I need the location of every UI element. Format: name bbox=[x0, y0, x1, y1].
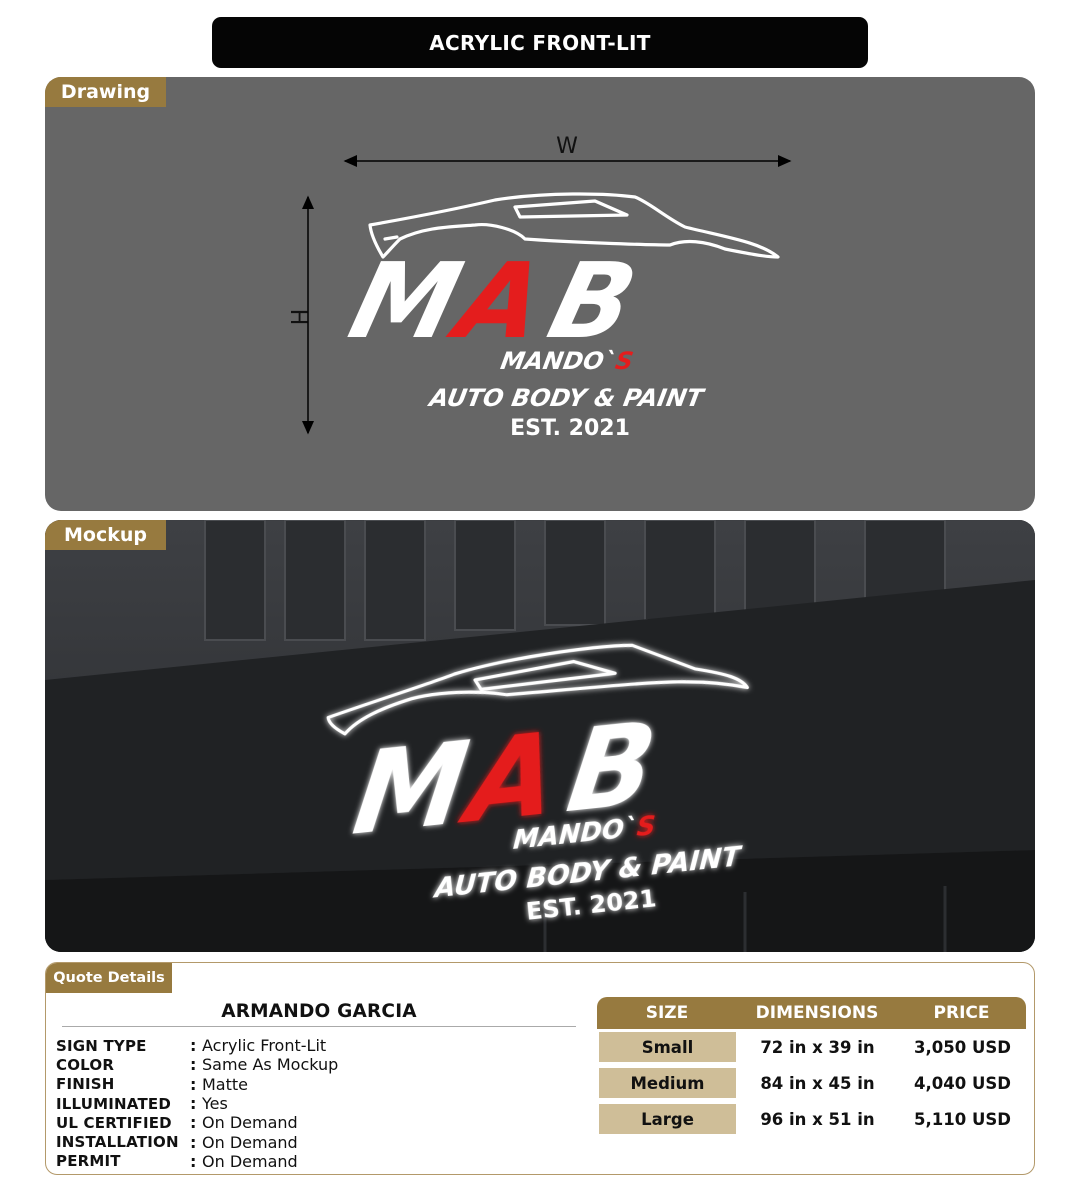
width-label: W bbox=[556, 134, 578, 159]
spec-row: SIGN TYPE : Acrylic Front-Lit bbox=[56, 1036, 338, 1055]
size-cell: Large bbox=[599, 1104, 736, 1134]
spec-row: PERMIT : On Demand bbox=[56, 1152, 338, 1171]
table-row: Small 72 in x 39 in 3,050 USD bbox=[597, 1029, 1026, 1065]
logo-initial-b: B bbox=[538, 240, 647, 361]
spec-label: FINISH bbox=[56, 1075, 115, 1094]
price-table: SIZE DIMENSIONS PRICE Small 72 in x 39 i… bbox=[597, 997, 1026, 1137]
client-name: ARMANDO GARCIA bbox=[221, 1001, 417, 1022]
spec-value: Yes bbox=[202, 1094, 228, 1114]
spec-colon: : bbox=[190, 1132, 197, 1152]
spec-label: ILLUMINATED bbox=[56, 1094, 171, 1113]
header-dimensions: DIMENSIONS bbox=[755, 1003, 879, 1023]
drawing-artwork: W H M A B MANDO`S AUTO BODY & PAINT EST.… bbox=[285, 134, 792, 441]
logo-business-name: MANDO`S bbox=[498, 347, 635, 375]
header-price: PRICE bbox=[933, 1003, 990, 1023]
client-divider bbox=[62, 1026, 576, 1027]
spec-label: UL CERTIFIED bbox=[56, 1113, 172, 1132]
price-cell: 4,040 USD bbox=[914, 1073, 1011, 1093]
spec-list: SIGN TYPE : Acrylic Front-Lit COLOR : Sa… bbox=[56, 1036, 338, 1171]
mockup-tab: Mockup bbox=[45, 520, 166, 550]
logo-name-main: MANDO` bbox=[498, 347, 618, 375]
spec-label: PERMIT bbox=[56, 1152, 121, 1171]
quote-details-panel: Quote Details ARMANDO GARCIA SIGN TYPE :… bbox=[45, 962, 1035, 1175]
spec-colon: : bbox=[190, 1074, 197, 1094]
spec-colon: : bbox=[190, 1055, 197, 1075]
spec-value: On Demand bbox=[202, 1151, 298, 1171]
logo-initials: M A B bbox=[339, 240, 647, 361]
spec-colon: : bbox=[190, 1036, 197, 1056]
price-cell: 5,110 USD bbox=[914, 1109, 1011, 1129]
header-size: SIZE bbox=[645, 1003, 689, 1023]
mockup-logo-name-accent: S bbox=[636, 811, 657, 843]
mockup-logo-initials: M A B bbox=[346, 696, 664, 861]
logo-name-accent: S bbox=[613, 347, 635, 375]
size-cell: Small bbox=[599, 1032, 736, 1062]
size-cell: Medium bbox=[599, 1068, 736, 1098]
mockup-logo-initial-b: B bbox=[560, 696, 664, 839]
drawing-panel: Drawing W H M A B MANDO`S AUTO BODY & PA… bbox=[45, 77, 1035, 511]
dimensions-cell: 72 in x 39 in bbox=[760, 1037, 875, 1057]
spec-row: UL CERTIFIED : On Demand bbox=[56, 1113, 338, 1132]
mockup-artwork: M A B MANDO`S AUTO BODY & PAINT EST. 202… bbox=[45, 520, 1035, 952]
logo-tagline: AUTO BODY & PAINT bbox=[425, 384, 707, 412]
spec-value: Acrylic Front-Lit bbox=[202, 1036, 327, 1056]
table-row: Medium 84 in x 45 in 4,040 USD bbox=[597, 1065, 1026, 1101]
car-outline-icon bbox=[368, 192, 780, 259]
drawing-tab: Drawing bbox=[45, 77, 166, 107]
spec-row: FINISH : Matte bbox=[56, 1075, 338, 1094]
spec-value: On Demand bbox=[202, 1113, 298, 1133]
spec-row: INSTALLATION : On Demand bbox=[56, 1132, 338, 1152]
price-cell: 3,050 USD bbox=[914, 1037, 1011, 1057]
price-table-header: SIZE DIMENSIONS PRICE bbox=[597, 997, 1026, 1029]
spec-label: INSTALLATION bbox=[56, 1133, 179, 1152]
spec-row: COLOR : Same As Mockup bbox=[56, 1055, 338, 1074]
spec-colon: : bbox=[190, 1094, 197, 1114]
mockup-logo-initial-m: M bbox=[346, 716, 476, 861]
dimensions-cell: 96 in x 51 in bbox=[760, 1109, 875, 1129]
spec-label: SIGN TYPE bbox=[56, 1036, 147, 1055]
dimensions-cell: 84 in x 45 in bbox=[760, 1073, 875, 1093]
mockup-car-outline-icon bbox=[326, 643, 749, 736]
spec-value: Same As Mockup bbox=[202, 1055, 339, 1075]
spec-value: On Demand bbox=[202, 1132, 298, 1152]
spec-colon: : bbox=[190, 1151, 197, 1171]
mockup-panel: Mockup bbox=[45, 520, 1035, 952]
quote-details-tab: Quote Details bbox=[46, 963, 172, 993]
spec-colon: : bbox=[190, 1113, 197, 1133]
page-title: ACRYLIC FRONT-LIT bbox=[212, 17, 868, 68]
logo-established: EST. 2021 bbox=[510, 416, 630, 441]
spec-label: COLOR bbox=[56, 1055, 115, 1074]
spec-row: ILLUMINATED : Yes bbox=[56, 1094, 338, 1113]
spec-value: Matte bbox=[202, 1074, 248, 1094]
table-row: Large 96 in x 51 in 5,110 USD bbox=[597, 1101, 1026, 1137]
height-label: H bbox=[285, 309, 310, 326]
sign-board bbox=[45, 580, 1035, 880]
